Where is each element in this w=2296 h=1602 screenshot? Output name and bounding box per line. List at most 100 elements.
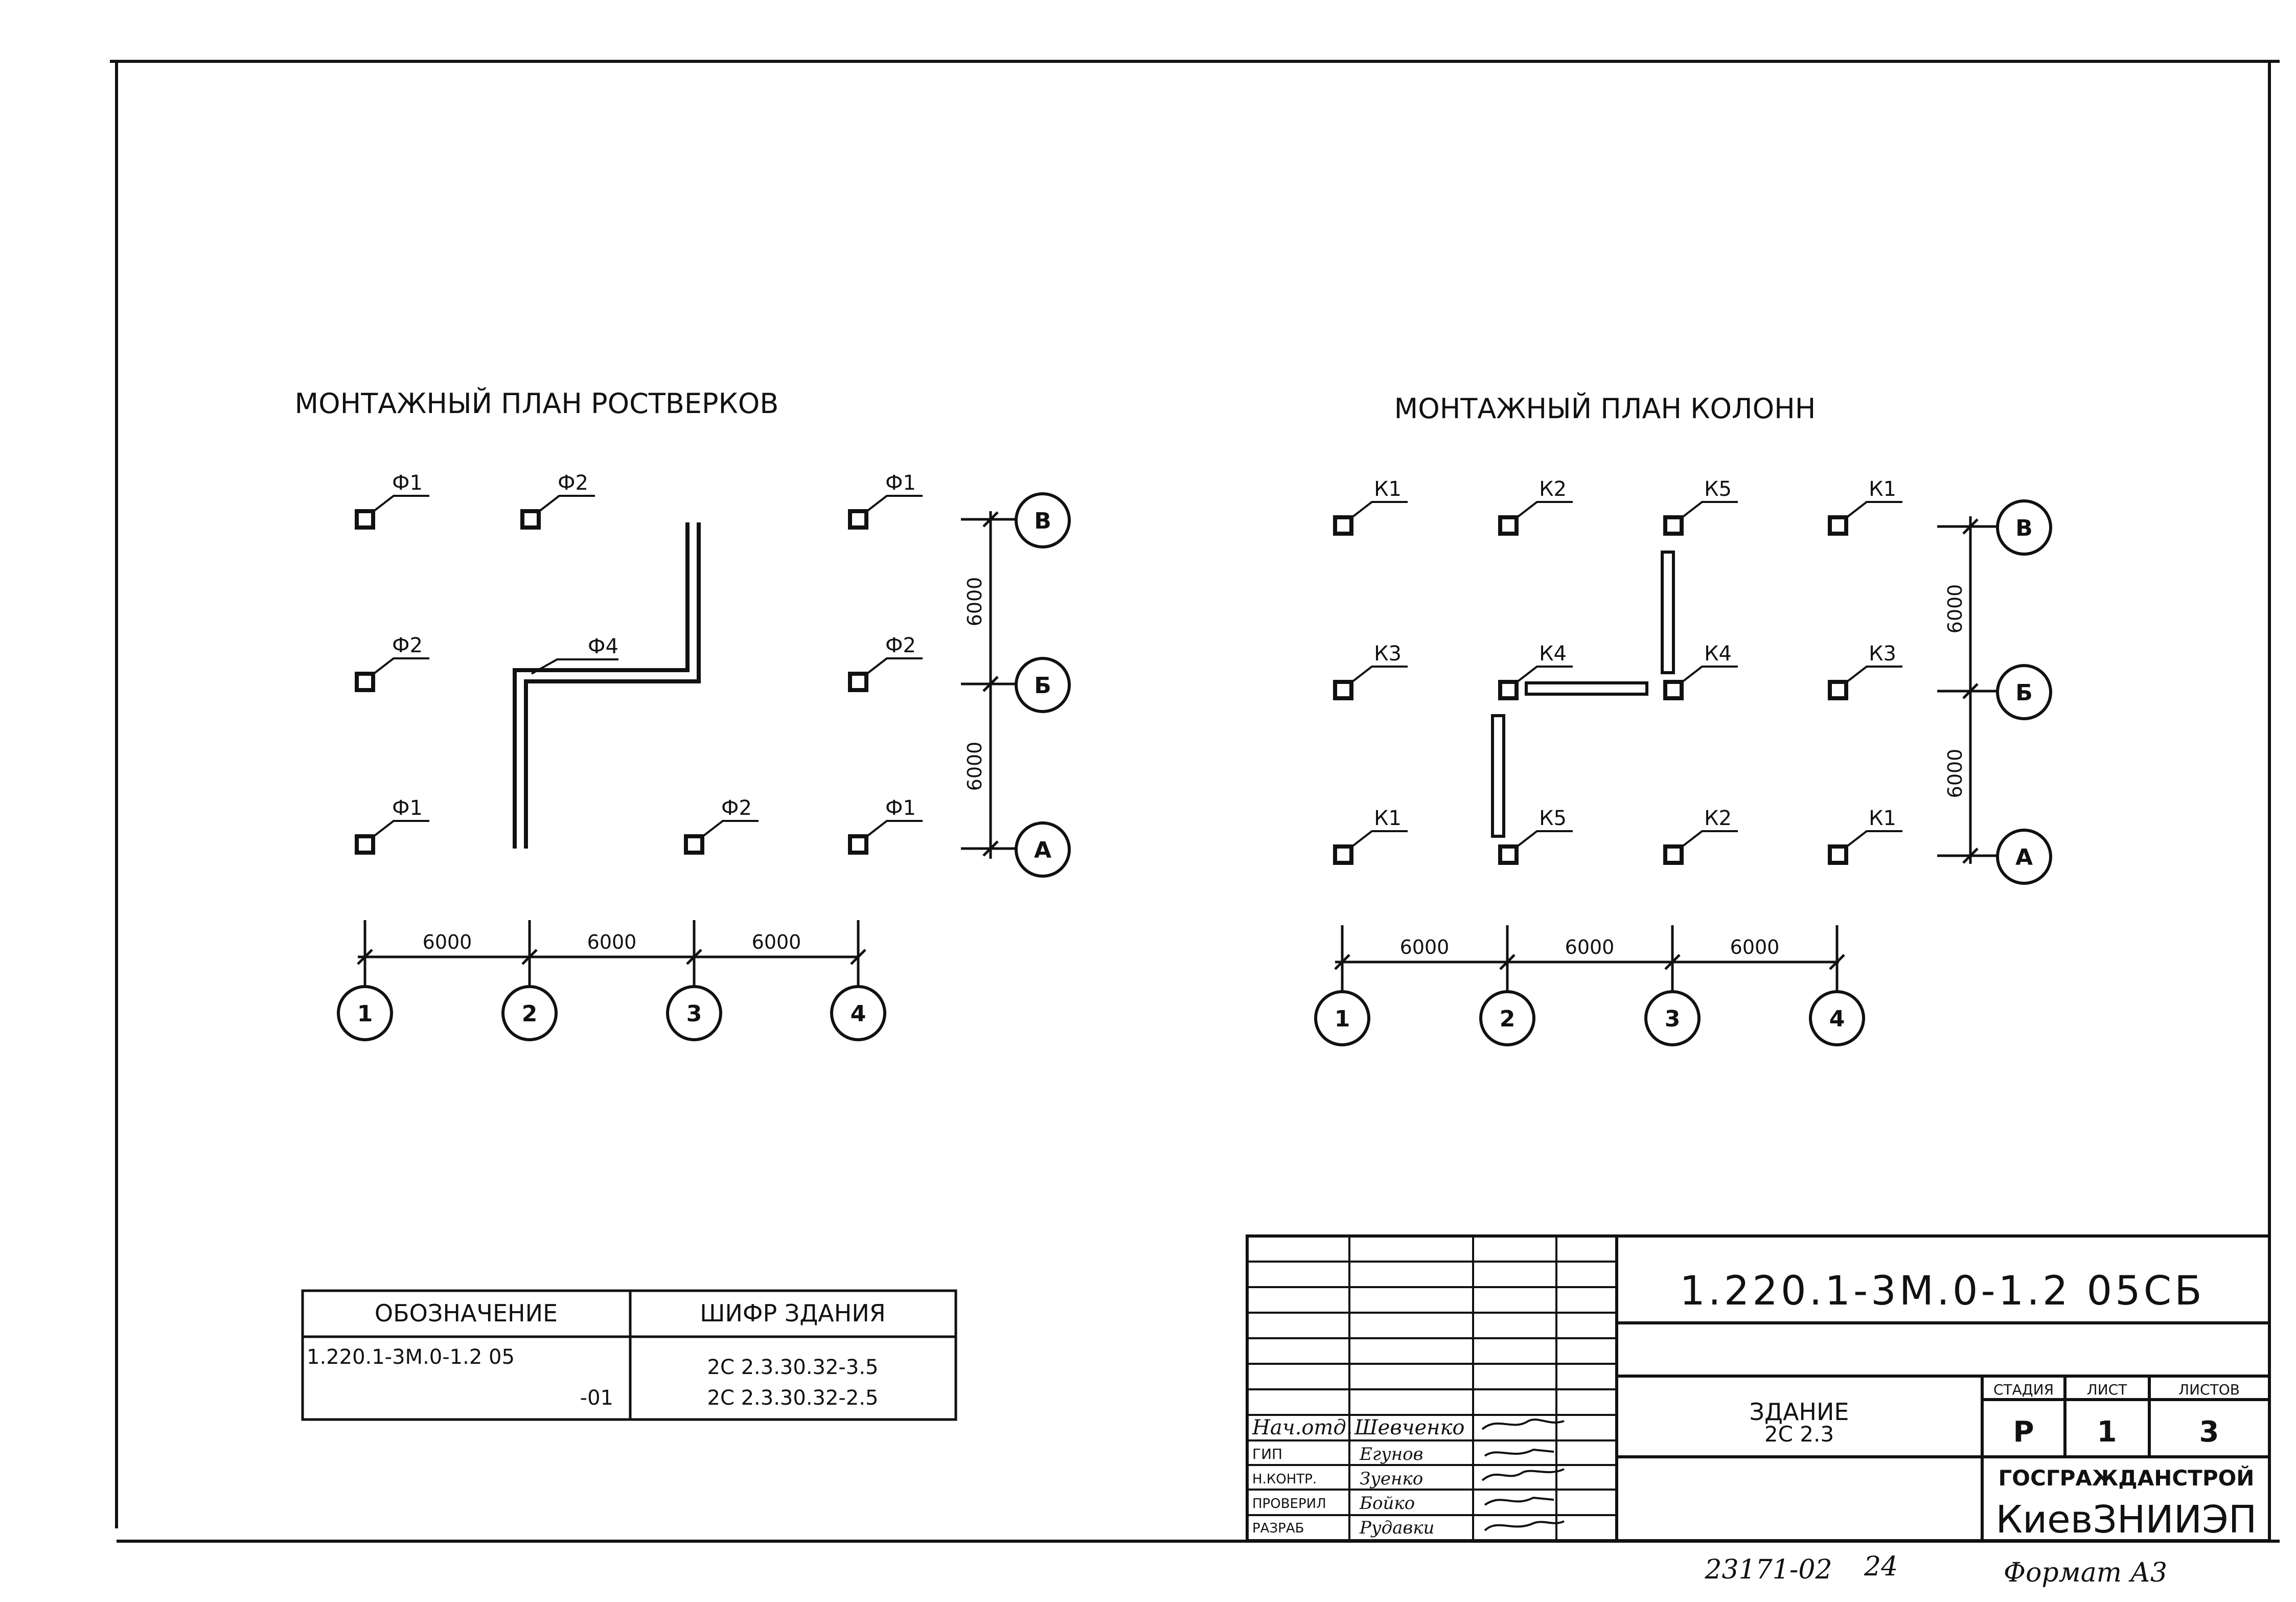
axis-bubble-rostverk-4: [830, 985, 886, 1041]
columns-dim-y: [1937, 516, 1999, 864]
mark-column-B2: К2: [1539, 477, 1567, 501]
name-head-dept: Шевченко: [1354, 1416, 1464, 1439]
beam-f4-outer: [513, 522, 701, 849]
mark-column-Б2: К4: [1539, 642, 1567, 666]
mark-rostverk-A3: Ф2: [721, 796, 752, 820]
axis-label-rostverk-A: А: [1034, 837, 1051, 863]
axis-label-rostverk-1: 1: [357, 1001, 373, 1027]
dim-rostverk-y2: 6000: [963, 742, 986, 791]
dim-columns-x1: 6000: [1400, 936, 1450, 958]
axis-bubble-rostverk-2: [501, 985, 558, 1041]
role-head-dept: Нач.отд.: [1252, 1416, 1352, 1439]
dim-rostverk-x3: 6000: [752, 931, 801, 953]
axis-label-rostverk-4: 4: [851, 1001, 866, 1027]
dim-columns-x2: 6000: [1565, 936, 1615, 958]
columns-leaders: [1348, 501, 1902, 850]
axis-label-columns-A: А: [2015, 844, 2033, 871]
role-checked: ПРОВЕРИЛ: [1252, 1496, 1326, 1512]
dim-columns-x3: 6000: [1730, 936, 1780, 958]
building-code-header: ШИФР ЗДАНИЯ: [700, 1299, 885, 1327]
archive-number: 23171-02: [1704, 1554, 1832, 1585]
axis-label-columns-3: 3: [1665, 1006, 1681, 1032]
name-chief-engineer: Егунов: [1359, 1444, 1423, 1464]
mark-column-B4: К1: [1869, 477, 1896, 501]
mark-rostverk-B4: Ф1: [885, 471, 916, 495]
mark-column-Б1: К3: [1374, 642, 1402, 666]
building-code-row1: 2С 2.3.30.32-3.5: [707, 1356, 879, 1379]
sheets-value: 3: [2199, 1415, 2219, 1449]
rostverk-plan: МОНТАЖНЫЙ ПЛАН РОСТВЕРКОВ Ф1: [295, 387, 1071, 1041]
columns-dim-x: [1334, 925, 1845, 992]
axis-bubble-columns-B: [1996, 499, 2052, 556]
rostverk-dim-x: [357, 920, 866, 987]
pile-cap-A3: [684, 834, 704, 855]
axis-bubble-columns-3: [1644, 990, 1701, 1046]
signatures: [1481, 1418, 1565, 1531]
rostverk-pile-caps: [355, 509, 868, 855]
dim-rostverk-x1: 6000: [423, 931, 472, 953]
sheet-header: ЛИСТ: [2087, 1381, 2128, 1398]
pile-cap-A4: [848, 834, 868, 855]
stage-header: СТАДИЯ: [1993, 1381, 2054, 1398]
mark-rostverk-beam: Ф4: [588, 635, 618, 658]
role-developer: РАЗРАБ: [1252, 1521, 1304, 1536]
axis-bubble-rostverk-3: [666, 985, 722, 1041]
title-block-grid: [1247, 1236, 1617, 1541]
designation-row1: 1.220.1-3М.0-1.2 05: [307, 1345, 515, 1369]
mark-rostverk-Б4: Ф2: [885, 634, 916, 657]
columns-plan-title: МОНТАЖНЫЙ ПЛАН КОЛОНН: [1394, 393, 1816, 425]
drawing-code: 1.220.1-3М.0-1.2 05СБ: [1680, 1268, 2205, 1314]
mark-column-A3: К2: [1704, 807, 1732, 830]
rostverk-leaders: [370, 495, 923, 839]
axis-label-columns-2: 2: [1500, 1006, 1516, 1032]
pile-cap-A1: [355, 834, 375, 855]
mark-rostverk-B1: Ф1: [392, 471, 423, 495]
axis-bubble-rostverk-1: [337, 985, 393, 1041]
mark-column-A2: К5: [1539, 807, 1567, 830]
name-norm-control: Зуенко: [1360, 1469, 1423, 1489]
stage-value: Р: [2013, 1415, 2034, 1449]
mark-column-A1: К1: [1374, 807, 1402, 830]
designation-header: ОБОЗНАЧЕНИЕ: [375, 1299, 558, 1327]
mark-column-Б4: К3: [1869, 642, 1896, 666]
role-norm-control: Н.КОНТР.: [1252, 1472, 1317, 1487]
designation-row2: -01: [580, 1386, 613, 1410]
sheet-value: 1: [2097, 1415, 2117, 1449]
pile-cap-B1: [355, 509, 375, 530]
pile-cap-Б4: [848, 672, 868, 692]
brace-vertical-3: [1661, 551, 1675, 674]
designation-table: ОБОЗНАЧЕНИЕ ШИФР ЗДАНИЯ 1.220.1-3М.0-1.2…: [301, 1289, 957, 1421]
axis-label-columns-1: 1: [1335, 1006, 1350, 1032]
rostverk-dim-y: [961, 511, 1022, 859]
dim-columns-y1: 6000: [1944, 584, 1966, 634]
axis-bubble-columns-A: [1996, 829, 2052, 885]
building-title: ЗДАНИЕ: [1750, 1398, 1849, 1426]
name-developer: Рудавки: [1359, 1518, 1434, 1538]
columns-braces: [1491, 551, 1675, 838]
axis-bubble-columns-1: [1314, 990, 1370, 1046]
axis-bubble-rostverk-A: [1015, 821, 1071, 878]
role-chief-engineer: ГИП: [1252, 1446, 1282, 1462]
axis-label-columns-Б: Б: [2015, 680, 2033, 706]
axis-bubble-rostverk-B: [1015, 492, 1071, 548]
pile-cap-Б1: [355, 672, 375, 692]
beam-f4-inner: [517, 522, 697, 849]
brace-horizontal-Б: [1525, 681, 1648, 696]
axis-bubble-columns-Б: [1996, 664, 2052, 720]
pile-cap-B4: [848, 509, 868, 530]
building-code-row2: 2С 2.3.30.32-2.5: [707, 1386, 879, 1410]
org-ministry: ГОСГРАЖДАНСТРОЙ: [1999, 1465, 2255, 1491]
mark-rostverk-B2: Ф2: [558, 471, 588, 495]
title-block: 1.220.1-3М.0-1.2 05СБ ЗДАНИЕ 2С 2.3 СТАД…: [1246, 1234, 2271, 1542]
axis-label-rostverk-2: 2: [522, 1001, 538, 1027]
name-checked: Бойко: [1359, 1493, 1415, 1514]
axis-label-rostverk-B: В: [1034, 508, 1051, 534]
sheets-header: ЛИСТОВ: [2178, 1381, 2240, 1398]
axis-label-columns-4: 4: [1829, 1006, 1845, 1032]
axis-bubble-columns-4: [1809, 990, 1865, 1046]
brace-vertical-2: [1491, 714, 1505, 838]
mark-column-B1: К1: [1374, 477, 1402, 501]
mark-column-A4: К1: [1869, 807, 1896, 830]
building-code: 2С 2.3: [1764, 1422, 1834, 1447]
